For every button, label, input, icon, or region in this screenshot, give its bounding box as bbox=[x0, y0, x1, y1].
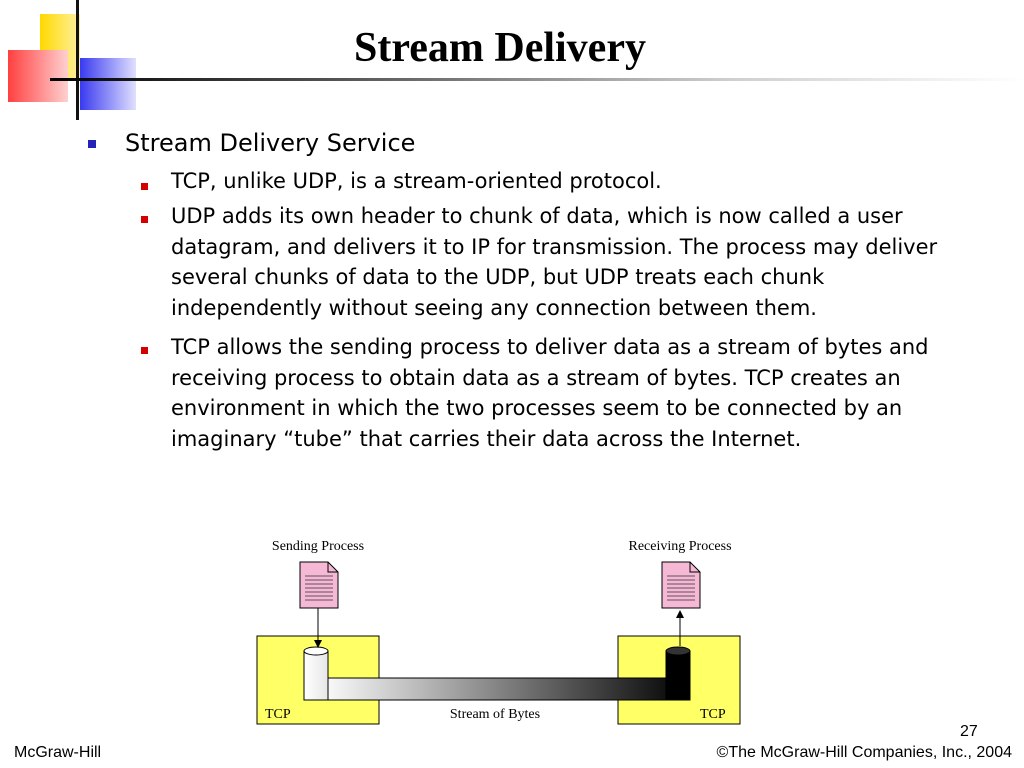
page-number: 27 bbox=[960, 723, 978, 740]
sending-process-label: Sending Process bbox=[272, 539, 364, 554]
section-heading: Stream Delivery Service bbox=[125, 129, 416, 157]
stream-of-bytes-label: Stream of Bytes bbox=[450, 707, 540, 722]
level2-bullet bbox=[141, 183, 148, 190]
sending-document-icon bbox=[299, 561, 339, 609]
tcp-label-right: TCP bbox=[700, 707, 726, 722]
bullet-text: TCP allows the sending process to delive… bbox=[171, 335, 929, 451]
title-divider bbox=[50, 78, 1024, 81]
level2-bullet bbox=[141, 216, 148, 223]
tcp-label-left: TCP bbox=[265, 707, 291, 722]
up-arrow-icon bbox=[676, 610, 684, 646]
footer-right: ©The McGraw-Hill Companies, Inc., 2004 bbox=[716, 744, 1012, 761]
level2-bullet bbox=[141, 347, 148, 354]
bullet-text: UDP adds its own header to chunk of data… bbox=[171, 204, 938, 320]
decor-vertical-line bbox=[76, 0, 79, 120]
receiving-buffer-cylinder bbox=[665, 646, 691, 701]
page-title: Stream Delivery bbox=[354, 25, 646, 71]
footer-left: McGraw-Hill bbox=[14, 744, 102, 761]
receiving-document-icon bbox=[661, 561, 701, 609]
decor-blue-square bbox=[80, 58, 136, 110]
byte-stream-tube bbox=[317, 677, 691, 701]
decor-red-square bbox=[8, 50, 68, 102]
sending-buffer-cylinder bbox=[303, 646, 329, 701]
level1-bullet bbox=[88, 140, 96, 148]
stream-delivery-diagram: Sending Process Receiving Process bbox=[256, 539, 741, 725]
receiving-process-label: Receiving Process bbox=[628, 539, 731, 554]
down-arrow-icon bbox=[314, 608, 322, 648]
bullet-text: TCP, unlike UDP, is a stream-oriented pr… bbox=[171, 169, 662, 193]
